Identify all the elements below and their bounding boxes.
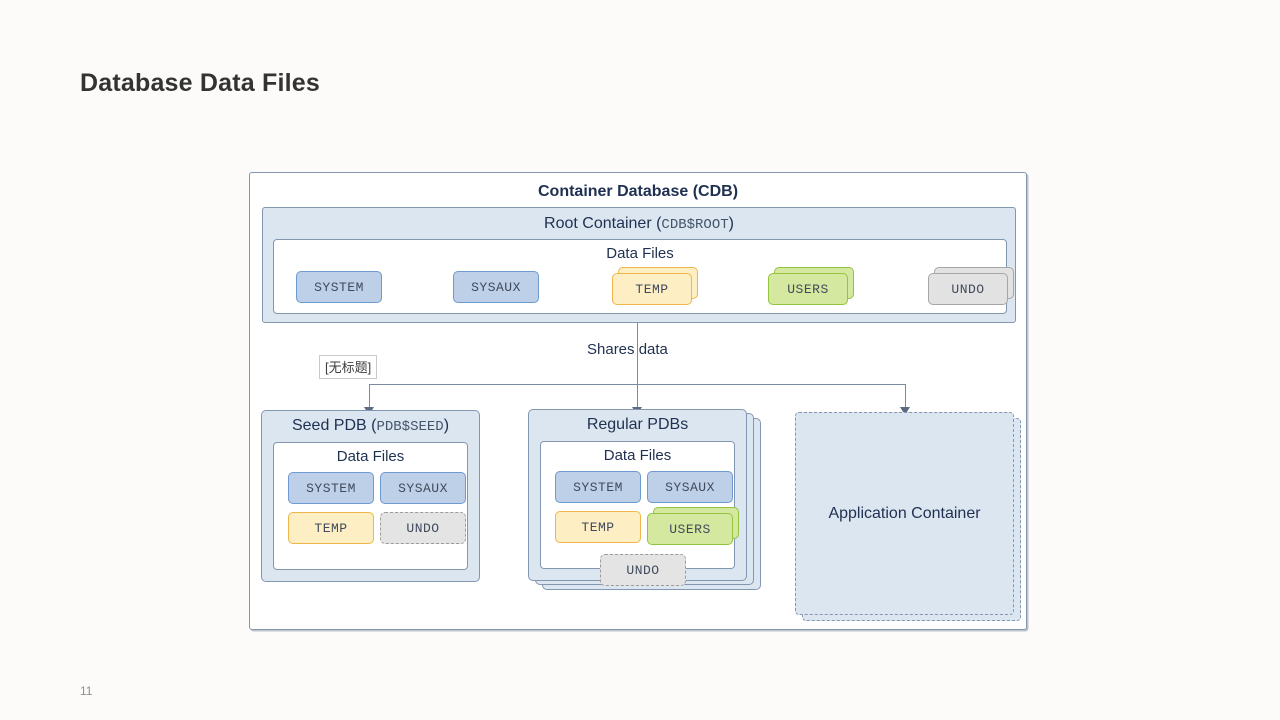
root-container-name: CDB$ROOT <box>661 217 729 233</box>
connector-trunk-vertical <box>637 323 638 384</box>
regular-file-users[interactable]: USERS <box>647 513 733 545</box>
root-file-users[interactable]: USERS <box>768 273 848 305</box>
root-container-label: Root Container ( <box>544 215 662 232</box>
seed-pdb-data-files-box: Data Files SYSTEM SYSAUX TEMP UNDO <box>273 442 468 570</box>
page-title: Database Data Files <box>80 69 321 97</box>
seed-file-sysaux[interactable]: SYSAUX <box>380 472 466 504</box>
seed-pdb-label-close: ) <box>443 417 450 434</box>
connector-branch-regular <box>637 384 638 409</box>
connector-branch-app <box>905 384 906 409</box>
seed-file-undo[interactable]: UNDO <box>380 512 466 544</box>
seed-pdb-title: Seed PDB (PDB$SEED) <box>262 417 479 435</box>
regular-file-undo[interactable]: UNDO <box>600 554 686 586</box>
root-data-files-title: Data Files <box>606 245 674 262</box>
shares-data-label: Shares data <box>587 341 668 358</box>
regular-pdbs-data-files-title: Data Files <box>603 447 672 464</box>
regular-pdbs-data-files-box: Data Files SYSTEM SYSAUX TEMP USERS UNDO <box>540 441 739 586</box>
application-container-box[interactable]: Application Container <box>795 412 1014 615</box>
seed-file-system[interactable]: SYSTEM <box>288 472 374 504</box>
container-database-title: Container Database (CDB) <box>537 183 739 200</box>
arrowhead-app <box>900 407 910 415</box>
root-file-undo[interactable]: UNDO <box>928 273 1008 305</box>
application-container-label: Application Container <box>828 504 981 522</box>
regular-file-temp[interactable]: TEMP <box>555 511 641 543</box>
seed-pdb-data-files-title: Data Files <box>336 448 405 465</box>
root-file-system[interactable]: SYSTEM <box>296 271 382 303</box>
regular-pdbs-title: Regular PDBs <box>586 416 689 433</box>
root-file-temp[interactable]: TEMP <box>612 273 692 305</box>
root-container-box: Root Container (CDB$ROOT) Data Files SYS… <box>262 207 1016 323</box>
container-database-box: Container Database (CDB) Root Container … <box>249 172 1027 630</box>
regular-pdbs-box: Regular PDBs Data Files SYSTEM SYSAUX TE… <box>528 409 747 586</box>
root-data-files-box: Data Files SYSTEM SYSAUX TEMP USERS UNDO <box>273 239 1014 314</box>
seed-pdb-box: Seed PDB (PDB$SEED) Data Files SYSTEM SY… <box>261 410 480 582</box>
root-container-label-close: ) <box>728 215 734 232</box>
regular-file-system[interactable]: SYSTEM <box>555 471 641 503</box>
database-data-files-diagram: Container Database (CDB) Root Container … <box>249 172 1029 632</box>
root-container-title: Root Container (CDB$ROOT) <box>263 215 1015 233</box>
connector-branch-seed <box>369 384 370 409</box>
regular-file-sysaux[interactable]: SYSAUX <box>647 471 733 503</box>
slide-number: 11 <box>80 684 93 698</box>
seed-file-temp[interactable]: TEMP <box>288 512 374 544</box>
seed-pdb-label: Seed PDB ( <box>291 417 377 434</box>
seed-pdb-name: PDB$SEED <box>376 419 444 435</box>
root-file-sysaux[interactable]: SYSAUX <box>453 271 539 303</box>
untitled-connector-label: [无标题] <box>319 355 378 379</box>
